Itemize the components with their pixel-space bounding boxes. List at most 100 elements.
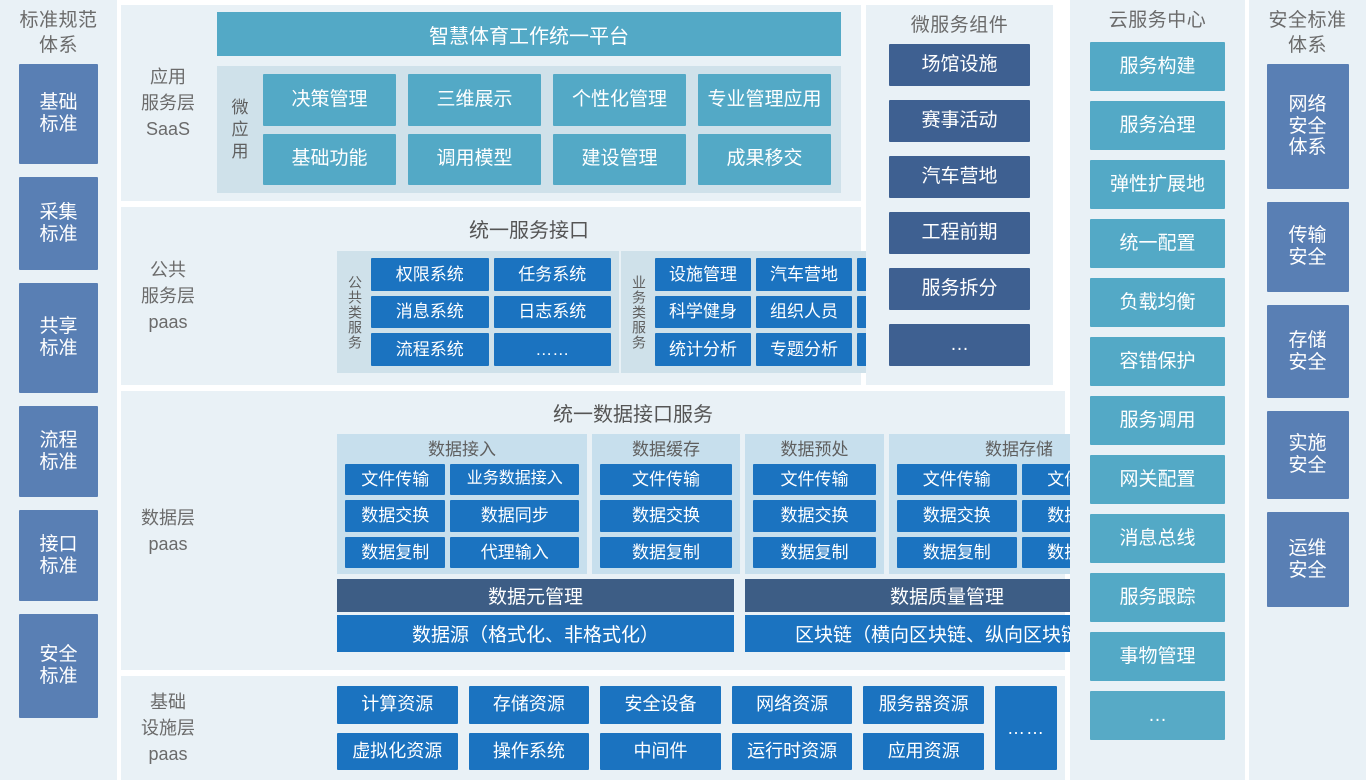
infrastructure-content: 计算资源存储资源安全设备网络资源服务器资源虚拟化资源操作系统中间件运行时资源应用…	[337, 686, 1057, 770]
data-access-chip-2[interactable]: 业务数据接入	[450, 464, 579, 496]
cloud-service-chip-1[interactable]: 服务构建	[1090, 42, 1225, 91]
cloud-service-column-title: 云服务中心	[1108, 10, 1207, 31]
data-access-chip-3[interactable]: 数据交换	[345, 500, 446, 532]
standards-item-5[interactable]: 接口 标准	[19, 510, 98, 601]
infrastructure-layer-label: 基础 设施层 paas	[141, 692, 195, 764]
app-chip-6[interactable]: 调用模型	[408, 133, 541, 185]
public-service-chip-1[interactable]: 权限系统	[371, 258, 489, 291]
data-preprocess-chip-3[interactable]: 数据复制	[753, 536, 876, 568]
standards-item-2[interactable]: 采集 标准	[19, 177, 98, 270]
business-service-chip-2[interactable]: 汽车营地	[756, 258, 852, 291]
cloud-service-chip-9[interactable]: 消息总线	[1090, 514, 1225, 563]
security-item-5[interactable]: 运维 安全	[1266, 512, 1349, 607]
data-access-chip-1[interactable]: 文件传输	[345, 464, 446, 496]
infrastructure-chip-10[interactable]: 应用资源	[863, 732, 984, 770]
security-column-title: 安全标准 体系	[1268, 10, 1347, 56]
microservice-chip-1[interactable]: 场馆设施	[889, 44, 1030, 86]
app-chip-2[interactable]: 三维展示	[408, 74, 541, 126]
data-cache-chip-2[interactable]: 数据交换	[600, 500, 732, 532]
infrastructure-chip-3[interactable]: 安全设备	[600, 686, 721, 724]
app-chip-8[interactable]: 成果移交	[698, 133, 831, 185]
app-chip-3[interactable]: 个性化管理	[553, 74, 686, 126]
data-cache-chip-3[interactable]: 数据复制	[600, 536, 732, 568]
data-layer-label: 数据层 paas	[141, 507, 195, 554]
standards-item-6[interactable]: 安全 标准	[19, 614, 98, 718]
security-item-4[interactable]: 实施 安全	[1266, 411, 1349, 499]
cloud-service-chip-5[interactable]: 负载均衡	[1090, 278, 1225, 327]
application-layer-label: 应用 服务层 SaaS	[141, 67, 195, 139]
business-service-chip-4[interactable]: 科学健身	[655, 295, 751, 329]
data-cache-group: 数据缓存 文件传输数据交换数据复制	[592, 434, 740, 574]
standards-column-title: 标准规范 体系	[19, 10, 98, 56]
business-service-chip-5[interactable]: 组织人员	[756, 295, 852, 329]
infrastructure-chip-2[interactable]: 存储资源	[468, 686, 590, 724]
app-chip-1[interactable]: 决策管理	[263, 74, 396, 126]
microservice-chip-6[interactable]: …	[889, 324, 1030, 366]
public-service-chip-2[interactable]: 任务系统	[493, 258, 611, 291]
app-chip-4[interactable]: 专业管理应用	[698, 74, 831, 126]
data-cache-chip-1[interactable]: 文件传输	[600, 464, 732, 496]
data-storage-chip-5[interactable]: 数据复制	[897, 536, 1017, 568]
infrastructure-chip-4[interactable]: 网络资源	[731, 686, 853, 724]
business-service-chip-8[interactable]: 专题分析	[756, 333, 852, 366]
unified-data-interface-title: 统一数据接口服务	[553, 403, 713, 426]
infrastructure-layer-section: 基础 设施层 paas 计算资源存储资源安全设备网络资源服务器资源虚拟化资源操作…	[121, 676, 1065, 780]
public-service-chip-6[interactable]: ……	[493, 333, 611, 366]
infrastructure-chip-1[interactable]: 计算资源	[337, 686, 458, 724]
microservice-item-list: 场馆设施赛事活动汽车营地工程前期服务拆分 …	[866, 44, 1053, 366]
public-service-chip-4[interactable]: 日志系统	[493, 295, 611, 329]
app-chip-5[interactable]: 基础功能	[263, 133, 396, 185]
cloud-service-chip-12[interactable]: …	[1090, 691, 1225, 740]
standards-item-3[interactable]: 共享 标准	[19, 283, 98, 393]
security-item-1[interactable]: 网络 安全 体系	[1266, 64, 1349, 189]
data-access-chip-6[interactable]: 代理输入	[450, 536, 579, 568]
data-preprocess-group: 数据预处 文件传输数据交换数据复制	[745, 434, 884, 574]
data-preprocess-items: 文件传输数据交换数据复制	[753, 464, 876, 568]
microservice-chip-2[interactable]: 赛事活动	[889, 100, 1030, 142]
cloud-service-column: 云服务中心 服务构建服务治理弹性扩展地统一配置负载均衡容错保护服务调用网关配置消…	[1070, 0, 1245, 780]
data-access-chip-5[interactable]: 数据复制	[345, 536, 446, 568]
cloud-service-chip-7[interactable]: 服务调用	[1090, 396, 1225, 445]
cloud-service-chip-2[interactable]: 服务治理	[1090, 101, 1225, 150]
cloud-service-chip-11[interactable]: 事物管理	[1090, 632, 1225, 681]
standards-column: 标准规范 体系 基础 标准采集 标准共享 标准流程 标准接口 标准安全 标准	[0, 0, 117, 780]
security-item-list: 网络 安全 体系传输 安全存储 安全实施 安全运维 安全	[1249, 64, 1366, 607]
app-chip-7[interactable]: 建设管理	[553, 133, 686, 185]
infrastructure-chip-9[interactable]: 运行时资源	[731, 732, 853, 770]
standards-item-4[interactable]: 流程 标准	[19, 406, 98, 497]
public-service-layer-section: 公共 服务层 paas 统一服务接口 公共类服务 权限系统任务系统消息系统日志系…	[121, 207, 961, 385]
microservice-chip-4[interactable]: 工程前期	[889, 212, 1030, 254]
business-service-chip-7[interactable]: 统计分析	[655, 333, 751, 366]
infrastructure-chip-8[interactable]: 中间件	[600, 732, 721, 770]
data-access-chip-4[interactable]: 数据同步	[450, 500, 579, 532]
data-storage-chip-3[interactable]: 数据交换	[897, 500, 1017, 532]
cloud-service-chip-4[interactable]: 统一配置	[1090, 219, 1225, 268]
data-preprocess-chip-1[interactable]: 文件传输	[753, 464, 876, 496]
infrastructure-chip-7[interactable]: 操作系统	[468, 732, 590, 770]
security-item-3[interactable]: 存储 安全	[1266, 305, 1349, 398]
data-preprocess-chip-2[interactable]: 数据交换	[753, 500, 876, 532]
public-class-service-label: 公共类服务	[347, 274, 363, 350]
security-item-2[interactable]: 传输 安全	[1266, 202, 1349, 292]
standards-item-1[interactable]: 基础 标准	[19, 64, 98, 164]
data-cache-group-title: 数据缓存	[632, 440, 700, 459]
infrastructure-chip-5[interactable]: 服务器资源	[863, 686, 984, 724]
public-class-service-grid: 权限系统任务系统消息系统日志系统流程系统……	[371, 258, 611, 366]
cloud-service-chip-8[interactable]: 网关配置	[1090, 455, 1225, 504]
cloud-service-chip-6[interactable]: 容错保护	[1090, 337, 1225, 386]
cloud-service-chip-3[interactable]: 弹性扩展地	[1090, 160, 1225, 209]
microservice-column-title: 微服务组件	[910, 15, 1009, 36]
public-service-chip-5[interactable]: 流程系统	[371, 333, 489, 366]
business-service-chip-1[interactable]: 设施管理	[655, 258, 751, 291]
cloud-service-item-list: 服务构建服务治理弹性扩展地统一配置负载均衡容错保护服务调用网关配置消息总线服务跟…	[1070, 42, 1245, 740]
microservice-chip-5[interactable]: 服务拆分	[889, 268, 1030, 310]
microservice-chip-3[interactable]: 汽车营地	[889, 156, 1030, 198]
infrastructure-chip-6[interactable]: 虚拟化资源	[337, 732, 458, 770]
public-service-chip-3[interactable]: 消息系统	[371, 295, 489, 329]
data-access-items: 文件传输业务数据接入数据交换数据同步数据复制代理输入	[345, 464, 579, 568]
data-storage-group-title: 数据存储	[985, 440, 1053, 459]
cloud-service-chip-10[interactable]: 服务跟踪	[1090, 573, 1225, 622]
data-storage-chip-1[interactable]: 文件传输	[897, 464, 1017, 496]
infrastructure-more-chip: ……	[995, 686, 1057, 770]
